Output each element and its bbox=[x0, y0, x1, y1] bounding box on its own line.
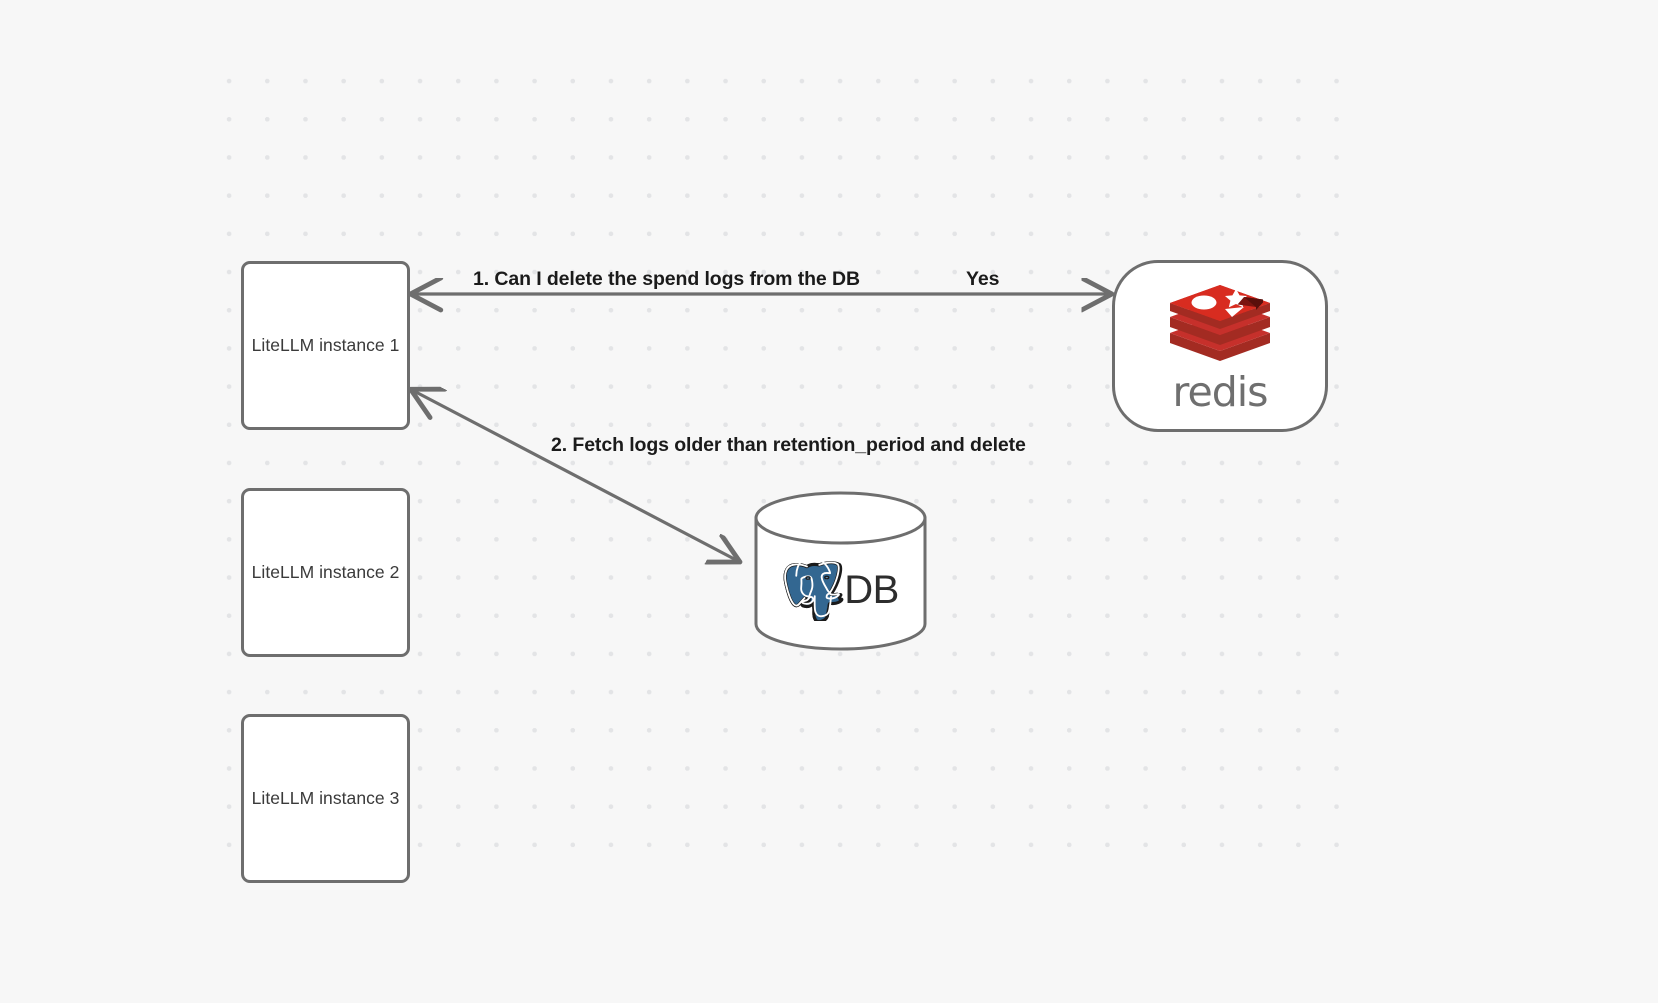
node-litellm-instance-2-label: LiteLLM instance 2 bbox=[251, 562, 400, 582]
edge-label-2: 2. Fetch logs older than retention_perio… bbox=[551, 434, 1026, 456]
postgresql-elephant-icon bbox=[783, 559, 844, 621]
redis-logo-group: redis bbox=[1166, 277, 1274, 413]
node-litellm-instance-3[interactable]: LiteLLM instance 3 bbox=[241, 714, 410, 883]
node-litellm-instance-3-label: LiteLLM instance 3 bbox=[251, 788, 400, 808]
edge-litellm1-db bbox=[412, 390, 740, 562]
node-litellm-instance-1[interactable]: LiteLLM instance 1 bbox=[241, 261, 410, 430]
node-litellm-instance-2[interactable]: LiteLLM instance 2 bbox=[241, 488, 410, 657]
db-label: DB bbox=[844, 568, 899, 612]
cylinder-shape bbox=[754, 491, 927, 651]
redis-wordmark-label: redis bbox=[1172, 368, 1269, 416]
db-node-content: DB bbox=[753, 540, 928, 640]
node-redis[interactable]: redis bbox=[1112, 260, 1328, 432]
edge-label-1: 1. Can I delete the spend logs from the … bbox=[473, 268, 860, 290]
node-postgres-db[interactable]: DB bbox=[753, 490, 928, 652]
node-litellm-instance-1-label: LiteLLM instance 1 bbox=[251, 335, 400, 355]
redis-logo-icon bbox=[1170, 285, 1270, 361]
edge-label-1-response: Yes bbox=[966, 268, 1000, 290]
